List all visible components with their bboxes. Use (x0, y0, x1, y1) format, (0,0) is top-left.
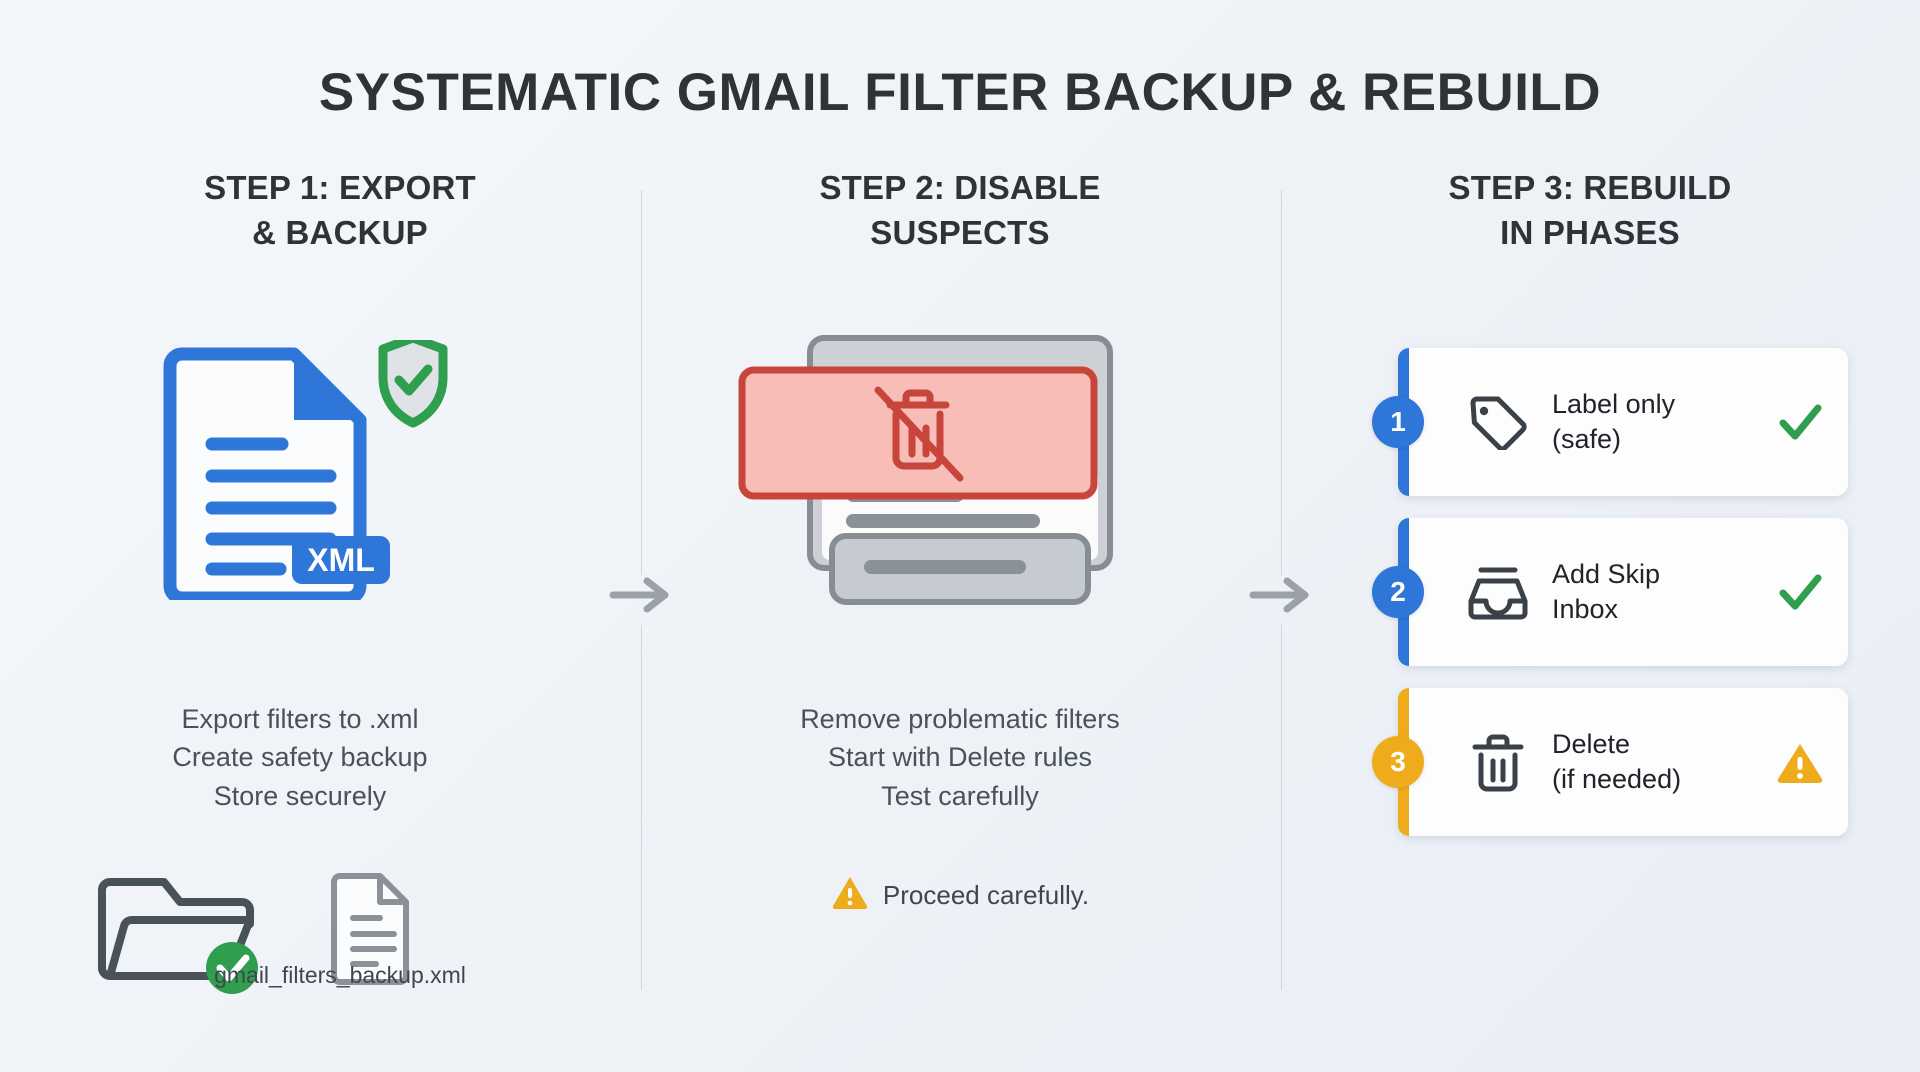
step-1-heading-line-1: STEP 1: EXPORT (204, 169, 476, 206)
trash-slash-icon (874, 386, 964, 482)
tag-icon (1466, 394, 1530, 450)
arrow-right-icon (609, 577, 669, 613)
step-2-bullet-3: Test carefully (881, 780, 1039, 811)
step-1-heading-line-2: & BACKUP (252, 214, 428, 252)
document-icon (331, 873, 409, 985)
step-2-heading: STEP 2: DISABLE SUSPECTS (650, 165, 1270, 255)
step-3-heading-line-1: STEP 3: REBUILD (1448, 169, 1732, 206)
folder-check-icon (98, 878, 254, 980)
step-1-bullet-3: Store securely (213, 780, 387, 811)
step-1-bullets: Export filters to .xml Create safety bac… (0, 700, 600, 815)
backup-filename: gmail_filters_backup.xml (214, 962, 466, 988)
step-1-bullet-1: Export filters to .xml (181, 704, 419, 734)
xml-badge-label: XML (307, 542, 375, 578)
column-divider-2-top (1281, 190, 1282, 575)
card-3-label: Delete (if needed) (1552, 727, 1752, 796)
card-3-label-line-1: Delete (1552, 729, 1631, 760)
arrow-right-icon (1249, 577, 1309, 613)
disabled-filter-overlay (738, 366, 1098, 500)
card-3-number-badge: 3 (1372, 736, 1424, 788)
card-1-label: Label only (safe) (1552, 387, 1752, 456)
check-icon (1779, 574, 1822, 610)
step-1-heading: STEP 1: EXPORT & BACKUP (40, 165, 640, 255)
inbox-tray-icon (1466, 563, 1530, 621)
step-2-column: STEP 2: DISABLE SUSPECTS (650, 165, 1270, 255)
step-2-bullets: Remove problematic filters Start with De… (650, 700, 1270, 815)
step-2-heading-line-1: STEP 2: DISABLE (819, 169, 1101, 206)
column-divider-2-bottom (1281, 625, 1282, 990)
card-2-label-line-2: Inbox (1552, 594, 1619, 624)
xml-document-icon: XML (163, 347, 390, 605)
rebuild-phase-card-1[interactable]: 1 Label only (safe) (1372, 348, 1848, 496)
step-2-bullet-2: Start with Delete rules (827, 742, 1093, 773)
check-icon (1779, 404, 1822, 440)
warning-triangle-icon (1777, 744, 1823, 783)
step-3-heading-line-2: IN PHASES (1500, 214, 1680, 252)
step-2-bullet-1: Remove problematic filters (800, 704, 1120, 734)
card-3-status-badge (1752, 739, 1848, 785)
step-2-heading-line-2: SUSPECTS (870, 214, 1050, 252)
shield-check-icon (378, 333, 448, 428)
step-1-file-icons (40, 860, 640, 1010)
arrow-step2-to-step3 (1245, 575, 1317, 620)
column-divider-1-bottom (641, 625, 642, 990)
trash-icon (1466, 732, 1530, 792)
rebuild-phase-card-3[interactable]: 3 Delete (if needed) (1372, 688, 1848, 836)
card-1-label-line-1: Label only (1552, 389, 1676, 420)
page-title: SYSTEMATIC GMAIL FILTER BACKUP & REBUILD (318, 63, 1602, 122)
card-1-status-badge (1752, 402, 1848, 442)
warning-triangle-icon (831, 875, 869, 916)
card-3-label-line-2: (if needed) (1552, 764, 1682, 794)
folder-check-badge (206, 942, 258, 994)
step-2-warning: Proceed carefully. (650, 875, 1270, 916)
card-2-status-badge (1752, 572, 1848, 612)
card-1-number-badge: 1 (1372, 396, 1424, 448)
card-2-number-badge: 2 (1372, 566, 1424, 618)
rebuild-phase-card-2[interactable]: 2 Add Skip Inbox (1372, 518, 1848, 666)
arrow-step1-to-step2 (605, 575, 677, 620)
step-1-bullet-2: Create safety backup (172, 742, 428, 773)
xml-document-artwork: XML (40, 333, 640, 605)
step-1-column: STEP 1: EXPORT & BACKUP (40, 165, 640, 255)
step-3-heading: STEP 3: REBUILD IN PHASES (1290, 165, 1890, 255)
filter-card-stack-artwork (650, 330, 1270, 610)
card-stack-front (829, 533, 1091, 605)
card-1-label-line-2: (safe) (1552, 424, 1622, 454)
warning-text: Proceed carefully. (882, 880, 1090, 910)
card-2-label: Add Skip Inbox (1552, 557, 1752, 626)
rebuild-phase-list: 1 Label only (safe) 2 (1372, 348, 1848, 858)
column-divider-1-top (641, 190, 642, 575)
step-3-column: STEP 3: REBUILD IN PHASES (1290, 165, 1890, 255)
card-2-label-line-1: Add Skip (1552, 559, 1661, 590)
